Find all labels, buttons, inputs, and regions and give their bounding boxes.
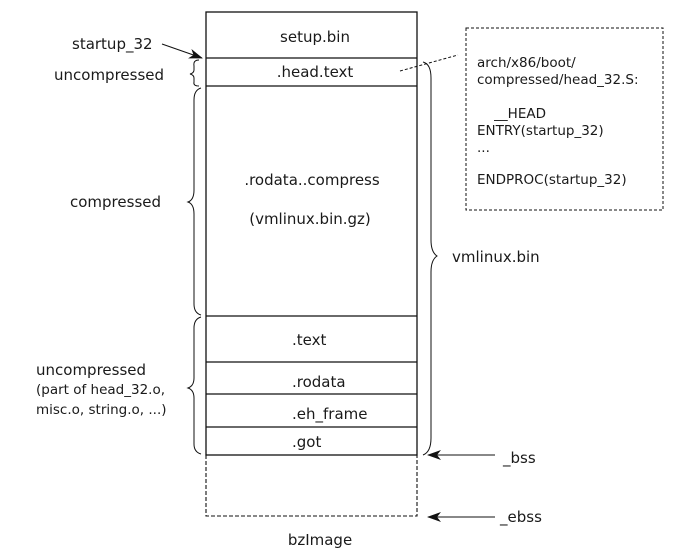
note-line-endproc: ENDPROC(startup_32) — [477, 172, 627, 188]
source-note-box — [465, 27, 664, 211]
compressed-brace — [186, 87, 202, 316]
section-vmlinux-bin-gz: (vmlinux.bin.gz) — [249, 210, 371, 228]
section-eh-frame: .eh_frame — [292, 405, 367, 424]
note-leader-line — [399, 54, 459, 72]
section-text: .text — [292, 331, 326, 349]
bss-label: _bss — [502, 449, 536, 468]
uncompressed-top-brace — [189, 59, 200, 87]
uncompressed-bottom-detail-2: misc.o, string.o, ...) — [36, 402, 167, 418]
ebss-label: _ebss — [499, 508, 542, 527]
uncompressed-bottom-detail-1: (part of head_32.o, — [36, 382, 165, 398]
note-line-entry: ENTRY(startup_32) — [477, 123, 604, 139]
startup-32-arrow — [161, 43, 203, 59]
uncompressed-bottom-label: uncompressed — [36, 361, 146, 379]
startup-32-label: startup_32 — [72, 35, 153, 54]
note-line-ellipsis: ... — [477, 140, 490, 156]
section-rodata-compress: .rodata..compress — [244, 171, 380, 189]
note-line-head: __HEAD — [477, 106, 546, 122]
section-head-text: .head.text — [277, 63, 354, 81]
note-line-path-2: compressed/head_32.S: — [477, 72, 639, 88]
uncompressed-bottom-brace — [186, 316, 202, 455]
uncompressed-top-label: uncompressed — [54, 66, 164, 84]
vmlinux-bin-label: vmlinux.bin — [452, 248, 540, 266]
vmlinux-bin-brace — [422, 61, 438, 456]
diagram-title: bzImage — [288, 531, 352, 549]
section-got: .got — [292, 433, 321, 451]
bss-region — [205, 454, 418, 517]
note-line-path-1: arch/x86/boot/ — [477, 55, 576, 71]
section-setup-bin: setup.bin — [280, 28, 350, 46]
compressed-label: compressed — [70, 193, 161, 211]
section-rodata: .rodata — [292, 373, 346, 391]
